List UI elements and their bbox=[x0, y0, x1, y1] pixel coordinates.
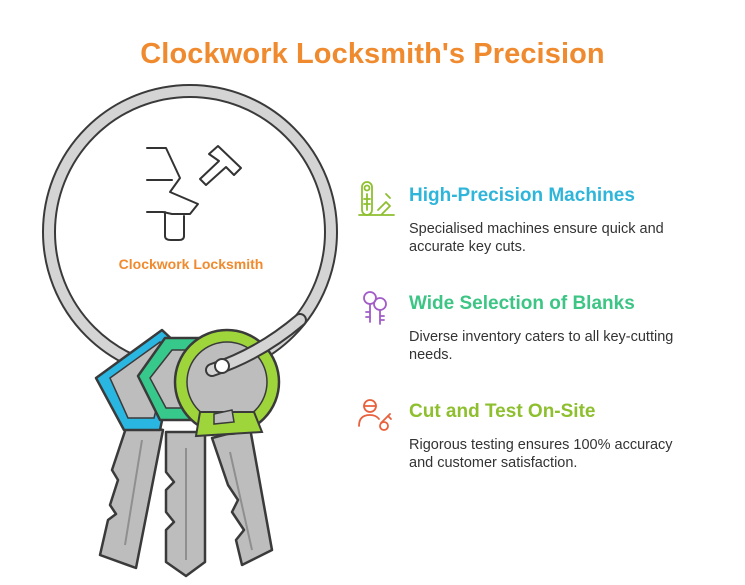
page-title: Clockwork Locksmith's Precision bbox=[140, 38, 605, 70]
ring-overlap bbox=[205, 313, 307, 377]
feature-heading: High-Precision Machines bbox=[409, 185, 635, 206]
key-stem-center bbox=[164, 430, 207, 578]
feature-description: Rigorous testing ensures 100% accuracy a… bbox=[409, 437, 673, 471]
locksmith-tool-icon bbox=[146, 145, 242, 241]
key-stem-right bbox=[210, 426, 274, 567]
feature-heading: Wide Selection of Blanks bbox=[409, 293, 635, 314]
key-stem-left bbox=[98, 420, 165, 570]
feature-description: Diverse inventory caters to all key-cutt… bbox=[409, 329, 674, 363]
feature-heading: Cut and Test On-Site bbox=[409, 401, 596, 422]
locksmith-key-icon bbox=[358, 399, 392, 431]
key-blanks-icon bbox=[363, 291, 387, 325]
feature-description: Specialised machines ensure quick and ac… bbox=[409, 221, 664, 255]
key-machine-icon bbox=[358, 181, 395, 216]
ring-label: Clockwork Locksmith bbox=[118, 256, 264, 272]
